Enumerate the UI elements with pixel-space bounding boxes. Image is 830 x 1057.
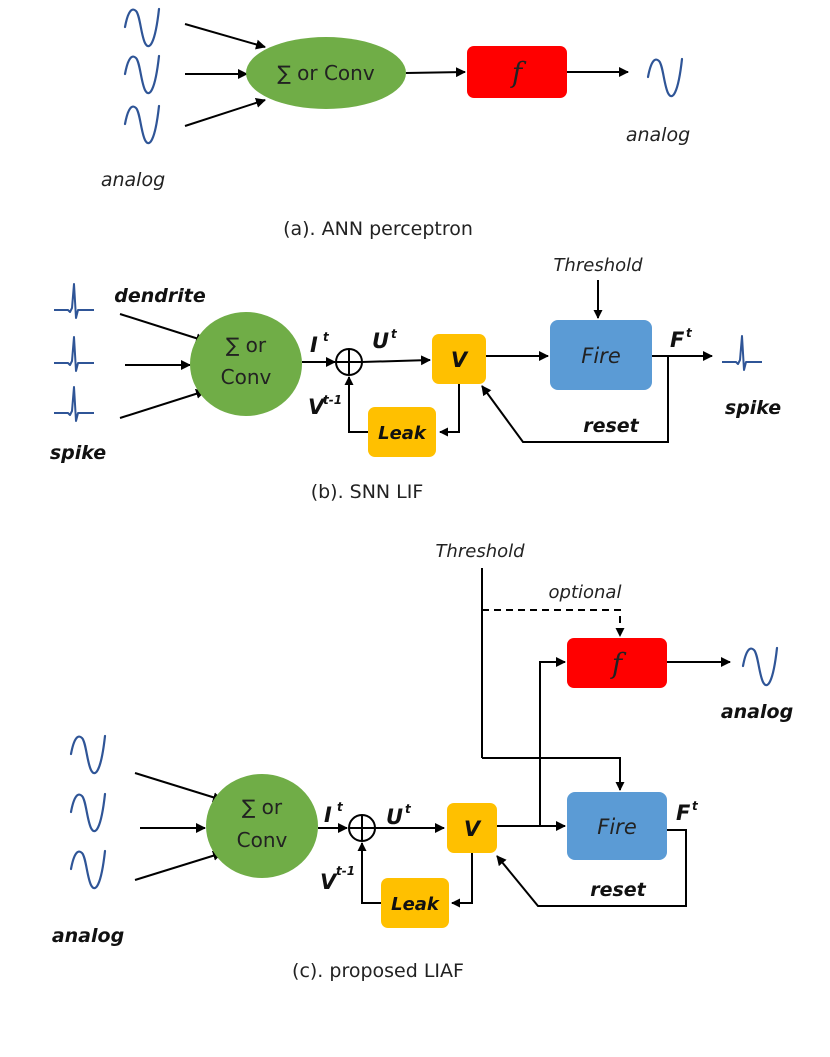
v-to-activation-arrow [539, 657, 566, 826]
output-spike-label: spike [725, 397, 781, 419]
input-spike-icon [53, 283, 95, 319]
input-arrow [184, 23, 266, 50]
input-spike-icon [53, 336, 95, 372]
input-spike-label: spike [50, 442, 106, 464]
panel-c: Threshold optional f analog analog ∑ or … [52, 541, 793, 982]
input-arrow [134, 772, 223, 803]
fire-output-sup: t [692, 799, 699, 813]
reset-label: reset [583, 415, 639, 437]
current-symbol: I [310, 333, 318, 357]
reset-loop-arrow [481, 356, 669, 443]
input-wave-icon [123, 7, 161, 48]
panel-a: ∑ or Conv f analog analog (a). ANN perce… [101, 7, 690, 240]
potential-sup: t [405, 802, 412, 816]
dendrite-label: dendrite [114, 285, 206, 307]
caption-c: (c). proposed LIAF [292, 960, 464, 982]
threshold-label: Threshold [435, 541, 525, 562]
prev-potential-sup: t-1 [336, 864, 355, 878]
sum-conv-label-2: Conv [237, 828, 288, 852]
v-box [447, 803, 497, 853]
input-label: analog [101, 169, 165, 191]
sum-to-activation-arrow [405, 67, 466, 78]
input-wave-icon [69, 792, 107, 833]
threshold-label: Threshold [553, 255, 643, 276]
activation-box [567, 638, 667, 688]
v-to-leak-arrow [439, 384, 460, 437]
leak-box [368, 407, 436, 457]
leak-to-adder-arrow [344, 376, 368, 433]
current-sup: t [323, 330, 330, 344]
adder-icon [348, 814, 376, 842]
v-box [432, 334, 486, 384]
leak-box [381, 878, 449, 928]
fire-box [550, 320, 652, 390]
sum-conv-label: ∑ or Conv [277, 61, 375, 85]
adder-icon [335, 348, 363, 376]
input-spike-icon [53, 386, 95, 422]
fire-output-symbol: F [676, 801, 691, 825]
input-wave-icon [69, 734, 107, 775]
sum-conv-label: ∑ or [242, 795, 283, 819]
sum-conv-node [206, 774, 318, 878]
caption-b: (b). SNN LIF [311, 481, 424, 503]
input-arrow [184, 98, 266, 127]
adder-to-v-arrow [361, 355, 431, 366]
input-analog-label: analog [52, 925, 124, 947]
fire-label: Fire [581, 344, 620, 368]
potential-symbol: U [372, 329, 389, 353]
output-spike-icon [721, 335, 763, 371]
output-label: analog [626, 124, 690, 146]
leak-to-adder-arrow [357, 842, 381, 904]
output-wave-icon [646, 57, 684, 98]
current-symbol: I [324, 803, 332, 827]
sum-conv-node [246, 37, 406, 109]
current-sup: t [337, 800, 344, 814]
output-analog-label: analog [721, 701, 793, 723]
prev-potential-sup: t-1 [323, 393, 342, 407]
input-wave-icon [123, 54, 161, 95]
potential-sup: t [391, 327, 398, 341]
panel-b: dendrite spike ∑ or Conv I t U t V Fire … [50, 255, 781, 503]
v-box-label: V [451, 348, 469, 372]
output-wave-icon [741, 646, 779, 687]
input-arrow [119, 388, 206, 419]
leak-label: Leak [391, 894, 440, 915]
fire-output-symbol: F [670, 328, 685, 352]
input-wave-icon [123, 104, 161, 145]
optional-label: optional [549, 582, 622, 603]
activation-box [467, 46, 567, 98]
optional-threshold-arrow [482, 609, 625, 637]
v-to-leak-arrow [451, 853, 473, 908]
fire-label: Fire [597, 815, 636, 839]
fire-box [567, 792, 667, 860]
fire-output-sup: t [686, 326, 693, 340]
prev-potential-symbol: V [308, 395, 326, 419]
potential-symbol: U [386, 805, 403, 829]
sum-conv-node [190, 312, 302, 416]
reset-label: reset [590, 879, 646, 901]
input-arrow [134, 850, 223, 881]
sum-conv-label-2: Conv [221, 365, 272, 389]
reset-loop-arrow [496, 829, 687, 907]
sum-conv-label: ∑ or [226, 333, 267, 357]
leak-label: Leak [378, 423, 427, 444]
v-box-label: V [464, 817, 482, 841]
input-wave-icon [69, 849, 107, 890]
input-arrow [119, 313, 206, 344]
prev-potential-symbol: V [320, 870, 338, 894]
caption-a: (a). ANN perceptron [283, 218, 473, 240]
threshold-to-fire-arrow [482, 757, 625, 791]
